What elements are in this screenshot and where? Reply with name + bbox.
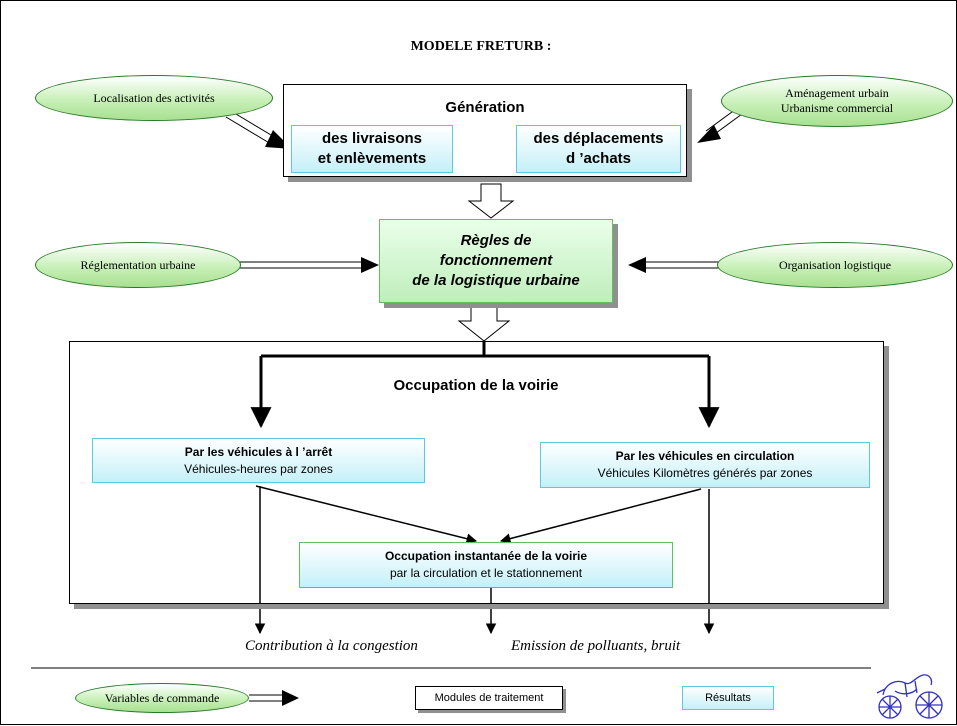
circulation-title: Par les véhicules en circulation <box>615 449 795 463</box>
arrow-amenagement-to-generation <box>697 108 743 143</box>
input-amenagement-ellipse: Aménagement urbain Urbanisme commercial <box>721 75 953 127</box>
instant-result-box: Occupation instantanée de la voirie par … <box>299 542 673 588</box>
instant-subtitle: par la circulation et le stationnement <box>389 566 583 580</box>
output-emission: Emission de polluants, bruit <box>511 638 681 654</box>
arrow-arret-to-instant <box>255 485 478 544</box>
input-localisation-label: Localisation des activités <box>93 90 215 105</box>
input-localisation-ellipse: Localisation des activités <box>35 75 273 121</box>
block-arrow-generation-to-regles <box>467 183 515 219</box>
livraisons-result-box: des livraisons et enlèvements <box>291 125 453 173</box>
arrow-circulation-to-instant <box>499 488 702 544</box>
livraisons-line-2: et enlèvements <box>317 150 427 167</box>
regles-module: Règles de fonctionnement de la logistiqu… <box>379 219 613 303</box>
legend-resultats-label: Résultats <box>705 692 751 704</box>
distribution-lines <box>250 341 720 429</box>
circulation-subtitle: Véhicules Kilomètres générés par zones <box>597 466 813 480</box>
arrow-organisation-to-regles <box>628 257 719 273</box>
input-organisation-label: Organisation logistique <box>778 257 892 272</box>
regles-line-2: fonctionnement <box>439 252 553 269</box>
regles-line-3: de la logistique urbaine <box>412 272 580 289</box>
diagram-title: MODELE FRETURB : <box>410 39 552 54</box>
input-amenagement-label-1: Aménagement urbain <box>785 86 889 100</box>
legend-modules-box: Modules de traitement <box>415 686 563 710</box>
legend-variables-label: Variables de commande <box>104 690 220 705</box>
input-amenagement-label-2: Urbanisme commercial <box>780 101 894 115</box>
input-organisation-ellipse: Organisation logistique <box>717 242 953 288</box>
output-congestion: Contribution à la congestion <box>245 638 418 654</box>
input-reglementation-label: Réglementation urbaine <box>80 257 196 272</box>
deplacements-result-box: des déplacements d ’achats <box>516 125 681 173</box>
arret-result-box: Par les véhicules à l ’arrêt Véhicules-h… <box>92 438 425 483</box>
occupation-module <box>69 341 884 604</box>
regles-line-1: Règles de <box>460 232 532 249</box>
arret-title: Par les véhicules à l ’arrêt <box>184 444 333 459</box>
arrow-reglementation-to-regles <box>233 257 379 273</box>
legend-arrow <box>249 690 299 706</box>
deplacements-line-1: des déplacements <box>533 130 664 147</box>
legend-variables-ellipse: Variables de commande <box>75 683 249 713</box>
legend-resultats-box: Résultats <box>682 686 774 710</box>
carriage-icon <box>876 674 943 719</box>
arret-subtitle: Véhicules-heures par zones <box>184 461 333 476</box>
input-reglementation-ellipse: Réglementation urbaine <box>35 242 241 288</box>
generation-module: Génération des livraisons et enlèvements… <box>283 84 687 177</box>
legend-modules-label: Modules de traitement <box>434 692 544 704</box>
instant-title: Occupation instantanée de la voirie <box>384 549 588 563</box>
deplacements-line-2: d ’achats <box>565 150 632 167</box>
occupation-title: Occupation de la voirie <box>393 377 559 394</box>
circulation-result-box: Par les véhicules en circulation Véhicul… <box>540 442 870 488</box>
livraisons-line-1: des livraisons <box>321 130 423 147</box>
generation-title: Génération <box>445 99 525 116</box>
block-arrow-regles-to-occupation <box>457 305 511 342</box>
